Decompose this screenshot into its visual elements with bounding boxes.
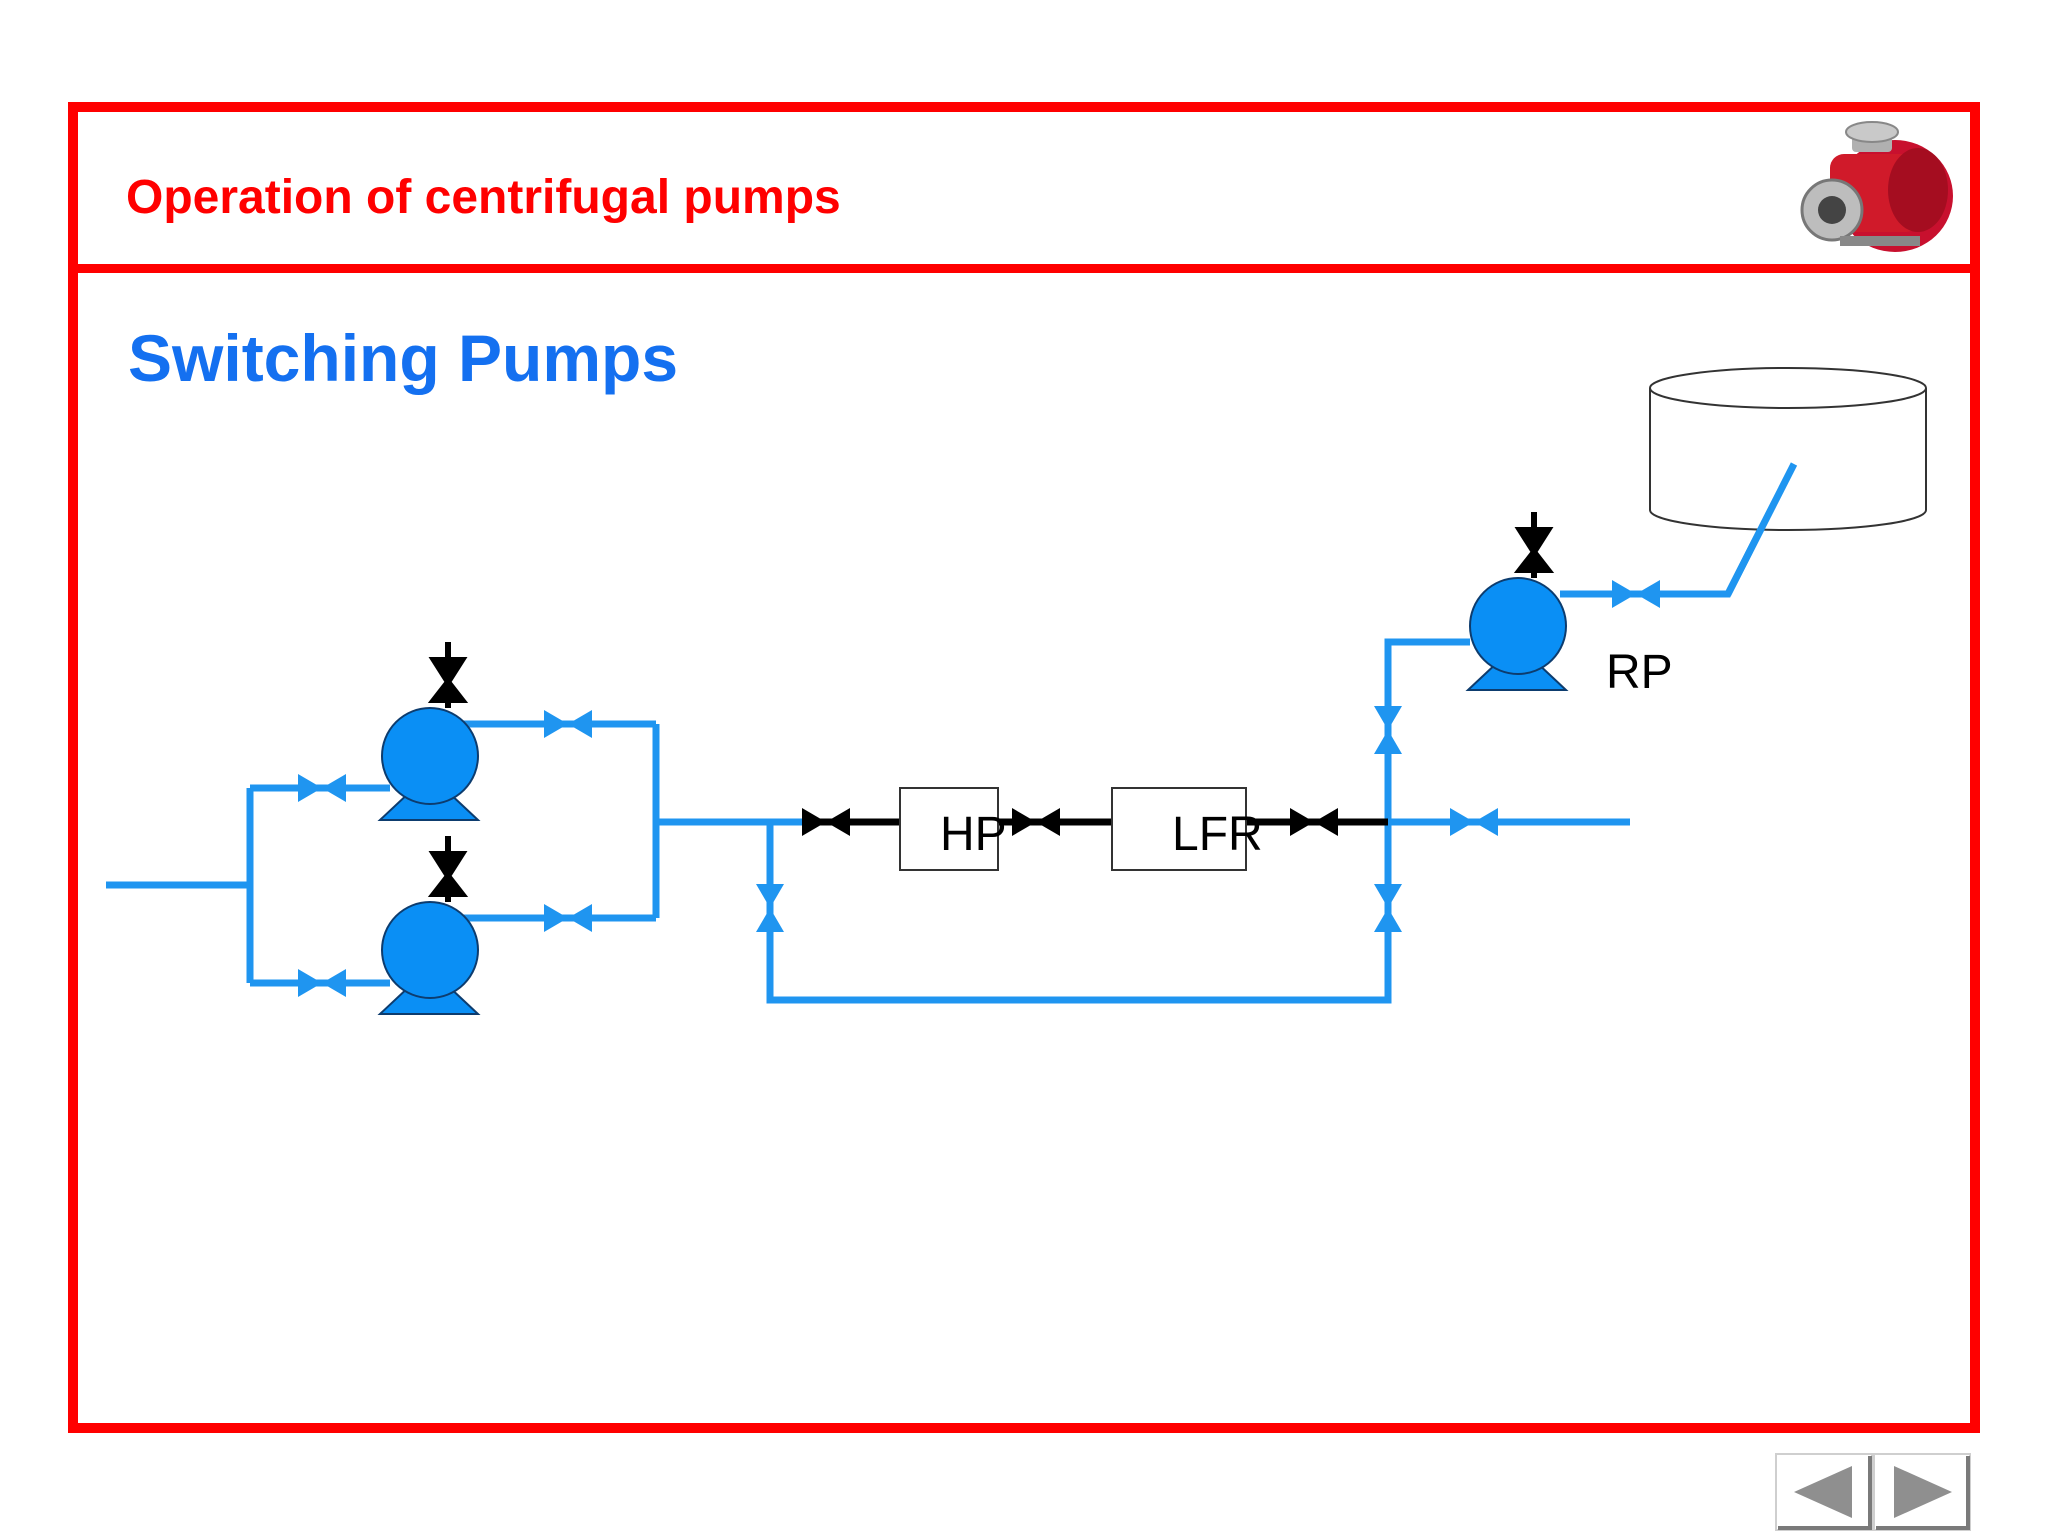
vent-valve-rp[interactable] (1513, 527, 1555, 573)
triangle-left-icon (1794, 1466, 1852, 1518)
pump-1-icon[interactable] (377, 707, 481, 821)
valve-hp-inlet[interactable] (802, 808, 850, 836)
valve-rp-discharge[interactable] (1612, 580, 1660, 608)
valve-bypass-right[interactable] (1374, 884, 1402, 932)
vent-valve-pump-2[interactable] (427, 851, 469, 897)
valve-suction-1[interactable] (298, 774, 346, 802)
return-riser-pipe (1384, 638, 1470, 822)
rp-pump-icon[interactable] (1465, 577, 1569, 691)
valve-bypass-left[interactable] (756, 884, 784, 932)
storage-tank (1649, 367, 1927, 531)
next-slide-button[interactable] (1872, 1452, 1972, 1532)
hp-box (899, 787, 999, 871)
valve-discharge-1[interactable] (544, 710, 592, 738)
valve-suction-2[interactable] (298, 969, 346, 997)
rp-label: RP (1606, 646, 1673, 699)
valve-return-riser[interactable] (1374, 706, 1402, 754)
valve-discharge-2[interactable] (544, 904, 592, 932)
prev-slide-button[interactable] (1774, 1452, 1874, 1532)
header-divider (68, 264, 1980, 273)
valve-lfr-outlet[interactable] (1290, 808, 1338, 836)
hp-label: HP (940, 808, 1007, 861)
vent-valve-pump-1[interactable] (427, 657, 469, 703)
header-title: Operation of centrifugal pumps (126, 171, 841, 224)
valve-hp-outlet[interactable] (1012, 808, 1060, 836)
valve-outlet[interactable] (1450, 808, 1498, 836)
triangle-right-icon (1894, 1466, 1952, 1518)
pump-2-icon[interactable] (377, 901, 481, 1015)
lfr-label: LFR (1172, 808, 1263, 861)
bypass-pipe (766, 822, 1392, 1004)
slide-title: Switching Pumps (128, 321, 679, 395)
slide-frame (68, 102, 1980, 1433)
lfr-box (1111, 787, 1247, 871)
